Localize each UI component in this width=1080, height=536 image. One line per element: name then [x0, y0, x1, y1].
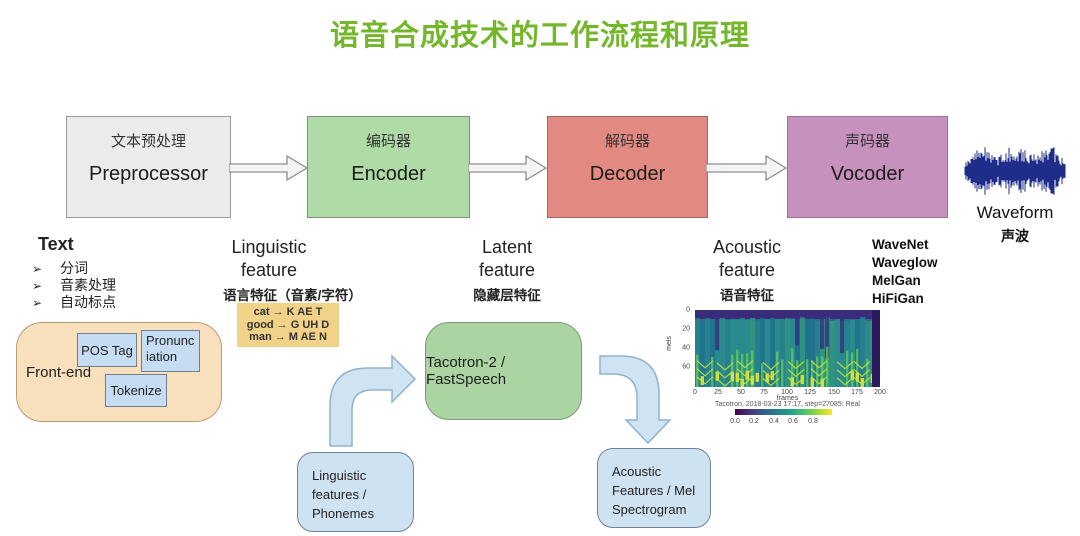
latent-feature-heading: Latent feature [452, 236, 562, 282]
x-tick: 150 [828, 389, 840, 396]
text-bullet: ➢ 音素处理 [32, 275, 116, 295]
heading-line: feature [718, 260, 776, 280]
vocoder-model-list: WaveNet Waveglow MelGan HiFiGan [872, 236, 938, 308]
acoustic-feature-zh: 语音特征 [720, 288, 774, 303]
phoneme-example: cat → K AE T [253, 306, 323, 318]
heading-line: Latent [481, 237, 533, 257]
latent-feature-zh: 隐藏层特征 [473, 288, 541, 303]
vocoder-model: WaveNet [872, 237, 929, 252]
acoustic-features-box: Acoustic Features / Mel Spectrogram [597, 448, 711, 528]
stage-encoder-en: Encoder [351, 163, 426, 185]
io-line: Acoustic [612, 464, 662, 479]
acoustic-model-box: Tacotron-2 / FastSpeech [425, 322, 582, 420]
stage-preprocessor-zh: 文本预处理 [110, 133, 186, 150]
stage-encoder: 编码器 Encoder [307, 116, 470, 218]
arrow-right-down-icon [599, 355, 672, 445]
arrow-bullet-icon: ➢ [32, 279, 43, 293]
phoneme-example: man → M AE N [249, 331, 327, 343]
text-bullet: ➢ 分词 [32, 258, 88, 278]
stage-preprocessor-en: Preprocessor [89, 163, 208, 185]
io-line: Features / Mel [612, 483, 696, 498]
x-tick: 75 [760, 389, 768, 396]
mel-spectrogram-image [695, 310, 880, 387]
colorbar-tick: 0.2 [749, 418, 759, 425]
x-tick: 200 [874, 389, 886, 396]
stage-preprocessor: 文本预处理 Preprocessor [66, 116, 231, 218]
colorbar-tick: 0.8 [808, 418, 818, 425]
y-tick: 20 [682, 325, 690, 333]
linguistic-feature-heading: Linguistic feature [213, 236, 325, 282]
io-line: Spectrogram [612, 502, 687, 517]
spectrogram-caption: Tacotron, 2018-03-23 17:17, step=27085: … [715, 401, 860, 408]
waveform-label-zh: 声波 [1001, 228, 1029, 244]
y-tick: 60 [682, 363, 690, 371]
spectrogram-xlabel: frames [776, 395, 799, 402]
arrow-up-right-icon [329, 354, 417, 447]
colorbar-tick: 0.0 [730, 418, 740, 425]
io-line: features / [312, 487, 367, 502]
io-line: Phonemes [312, 506, 375, 521]
vocoder-model: HiFiGan [872, 291, 924, 306]
page-title: 语音合成技术的工作流程和原理 [329, 20, 750, 52]
x-tick: 0 [693, 389, 697, 396]
module-pronunciation: Pronunciation [141, 330, 200, 372]
x-tick: 125 [804, 389, 816, 396]
stage-vocoder-en: Vocoder [830, 163, 905, 185]
colorbar-tick: 0.6 [788, 418, 798, 425]
linguistic-feature-zh: 语言特征（音素/字符） [223, 288, 362, 303]
x-tick: 50 [737, 389, 745, 396]
module-tokenize: Tokenize [105, 374, 167, 407]
vocoder-model: Waveglow [872, 255, 938, 270]
y-tick: 0 [686, 306, 690, 314]
heading-line: Linguistic [231, 237, 307, 257]
colorbar [735, 409, 832, 415]
stage-decoder-zh: 解码器 [604, 133, 650, 150]
flow-arrow-icon [229, 154, 309, 182]
y-tick: 40 [682, 344, 690, 352]
phoneme-example: good → G UH D [246, 318, 330, 331]
flow-arrow-icon [706, 154, 788, 182]
acoustic-feature-heading: Acoustic feature [692, 236, 802, 282]
text-heading: Text [38, 234, 74, 254]
heading-line: Acoustic [712, 237, 782, 257]
heading-line: feature [240, 260, 298, 280]
frontend-label: Front-end [26, 364, 92, 381]
linguistic-features-box: Linguistic features / Phonemes [297, 452, 414, 532]
stage-vocoder-zh: 声码器 [844, 133, 890, 150]
stage-decoder-en: Decoder [589, 163, 666, 185]
arrow-bullet-icon: ➢ [32, 262, 43, 276]
spectrogram-ylabel: mels [665, 336, 673, 351]
vocoder-model: MelGan [872, 273, 921, 288]
x-tick: 25 [714, 389, 722, 396]
stage-vocoder: 声码器 Vocoder [787, 116, 948, 218]
heading-line: feature [478, 260, 536, 280]
waveform-label: Waveform [976, 203, 1054, 222]
io-line: Linguistic [312, 468, 367, 483]
x-tick: 175 [851, 389, 863, 396]
phoneme-examples: cat → K AE T good → G UH D man → M AE N [237, 303, 339, 347]
bullet-label: 音素处理 [60, 277, 116, 293]
arrow-bullet-icon: ➢ [32, 296, 43, 310]
stage-encoder-zh: 编码器 [365, 133, 411, 150]
bullet-label: 自动标点 [60, 294, 116, 310]
module-pos-tag: POS Tag [77, 333, 137, 367]
flow-arrow-icon [468, 154, 548, 182]
waveform-output: Waveform 声波 [962, 146, 1068, 246]
colorbar-tick: 0.4 [769, 418, 779, 425]
x-tick: 100 [781, 389, 793, 396]
text-bullet: ➢ 自动标点 [32, 292, 116, 312]
bullet-label: 分词 [60, 260, 88, 276]
waveform-icon [964, 147, 1066, 195]
